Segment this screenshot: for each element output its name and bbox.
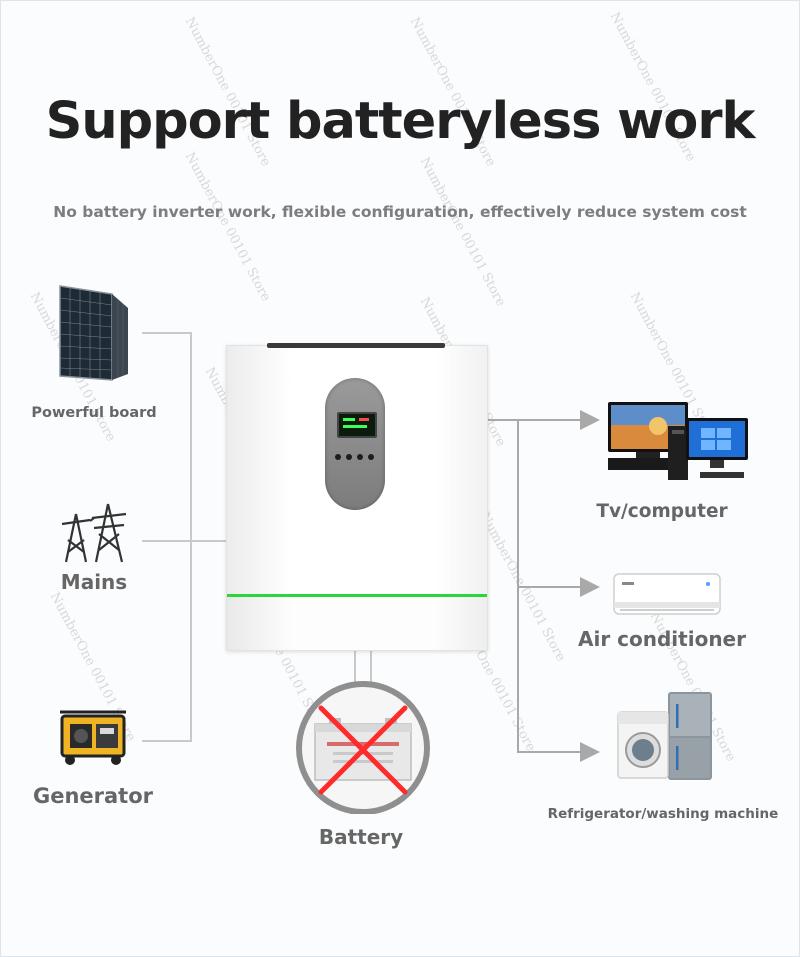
page-subtitle: No battery inverter work, flexible confi…	[53, 203, 747, 221]
tv-computer-icon	[608, 402, 748, 480]
status-light-strip	[227, 594, 487, 597]
source-label-mains: Mains	[60, 570, 128, 594]
air-conditioner-icon	[613, 573, 721, 615]
crossed-out-battery-icon	[296, 681, 430, 814]
source-label-solar: Powerful board	[31, 405, 157, 421]
source-bus-line	[142, 332, 192, 742]
inverter-button	[368, 454, 374, 460]
inverter-control-panel	[325, 378, 385, 510]
inverter-button	[357, 454, 363, 460]
refrigerator-washer-icon	[617, 692, 712, 780]
load-label-fridge-washer: Refrigerator/washing machine	[547, 806, 779, 822]
battery-label: Battery	[318, 825, 404, 849]
load-label-ac: Air conditioner	[578, 627, 746, 651]
inverter-icon	[226, 343, 488, 651]
source-label-generator: Generator	[32, 784, 154, 808]
page-title: Support batteryless work	[45, 92, 756, 151]
fridge-arrow	[517, 420, 600, 762]
lcd-screen	[337, 412, 377, 438]
inverter-button	[335, 454, 341, 460]
generator-icon	[60, 710, 126, 765]
solar-panel-icon	[59, 285, 128, 381]
load-label-tv: Tv/computer	[596, 501, 728, 522]
inverter-button	[346, 454, 352, 460]
power-tower-icon	[61, 503, 127, 563]
